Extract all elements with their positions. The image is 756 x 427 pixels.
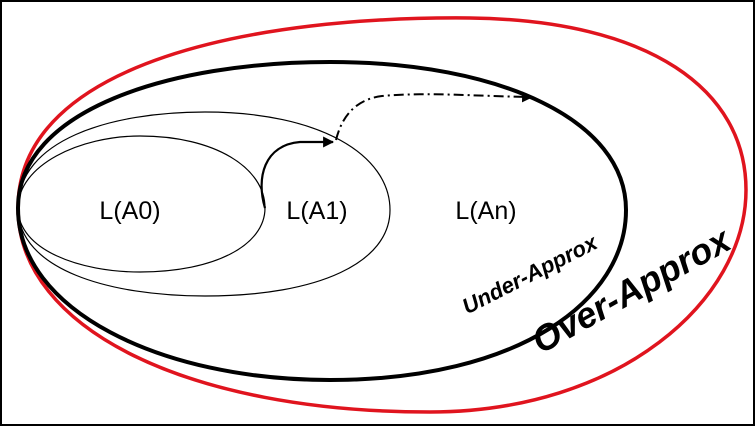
over-approx-label: Over-Approx	[525, 218, 739, 361]
set-a0-label: L(A0)	[99, 197, 160, 225]
growth-arrow-a1-an	[335, 91, 534, 141]
set-a1-label: L(A1)	[286, 197, 347, 225]
over-approx-ellipse	[16, 16, 748, 414]
under-approx-ellipse	[15, 59, 629, 383]
set-a1-ellipse	[17, 111, 391, 297]
set-an-label: L(An)	[455, 197, 516, 225]
growth-arrow-a0-a1	[260, 136, 335, 209]
